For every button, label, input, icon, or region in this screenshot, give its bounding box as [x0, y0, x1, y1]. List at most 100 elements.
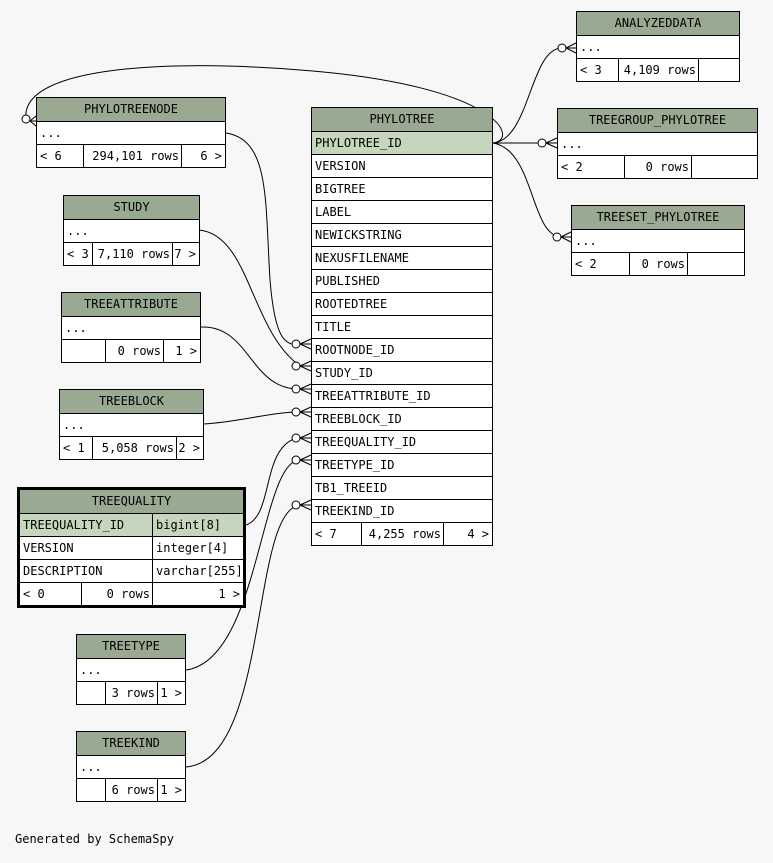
table-ellipsis: ...: [577, 36, 739, 59]
table-footer: < 2 0 rows: [572, 253, 744, 275]
crowfoot-rootnode: [299, 338, 312, 350]
table-ellipsis: ...: [558, 133, 757, 156]
parents-count[interactable]: < 0: [20, 583, 82, 605]
column-treequality-id[interactable]: TREEQUALITY_ID: [312, 431, 492, 454]
column-tb1-treeid[interactable]: TB1_TREEID: [312, 477, 492, 500]
children-count[interactable]: 1 >: [160, 783, 182, 797]
parents-count[interactable]: < 7: [312, 523, 362, 545]
parents-count[interactable]: < 3: [64, 243, 93, 265]
table-title[interactable]: TREEBLOCK: [60, 390, 203, 414]
table-title[interactable]: STUDY: [64, 196, 199, 220]
children-count[interactable]: [688, 253, 744, 275]
column-name: VERSION: [20, 537, 153, 559]
column-treeblock-id[interactable]: TREEBLOCK_ID: [312, 408, 492, 431]
row-count: 294,101 rows: [84, 145, 182, 167]
table-treetype[interactable]: TREETYPE ... 3 rows 1 >: [76, 634, 186, 705]
parents-count[interactable]: < 3: [577, 59, 619, 81]
children-count[interactable]: 1 >: [218, 587, 240, 601]
table-study[interactable]: STUDY ... < 3 7,110 rows 7 >: [63, 195, 200, 266]
parents-count[interactable]: [62, 340, 106, 362]
table-treekind[interactable]: TREEKIND ... 6 rows 1 >: [76, 731, 186, 802]
children-count[interactable]: 2 >: [178, 441, 200, 455]
table-footer: < 7 4,255 rows 4 >: [312, 523, 492, 545]
table-title[interactable]: PHYLOTREE: [312, 108, 492, 132]
crowfoot-treekind: [299, 499, 312, 511]
row-count: 0 rows: [106, 340, 164, 362]
edge-phylotreenode-arc: [25, 65, 504, 144]
table-analyzeddata[interactable]: ANALYZEDDATA ... < 3 4,109 rows: [576, 11, 740, 82]
parents-count[interactable]: < 1: [60, 437, 93, 459]
children-count[interactable]: [692, 156, 757, 178]
edge-rootnode: [225, 132, 301, 346]
table-title[interactable]: TREESET_PHYLOTREE: [572, 206, 744, 230]
parents-count[interactable]: [77, 779, 106, 801]
edge-analyzeddata: [492, 47, 563, 144]
table-title[interactable]: TREETYPE: [77, 635, 185, 659]
table-footer: 6 rows 1 >: [77, 779, 185, 801]
row-count: 0 rows: [625, 156, 692, 178]
column-bigtree[interactable]: BIGTREE: [312, 178, 492, 201]
table-title[interactable]: TREEGROUP_PHYLOTREE: [558, 109, 757, 133]
edge-end-treequality: [291, 433, 301, 443]
table-treeset-phylotree[interactable]: TREESET_PHYLOTREE ... < 2 0 rows: [571, 205, 745, 276]
column-name: TREEQUALITY_ID: [20, 514, 153, 536]
parents-count[interactable]: < 2: [558, 156, 625, 178]
children-count[interactable]: 7 >: [174, 247, 196, 261]
edge-end-treeattribute: [291, 384, 301, 394]
table-phylotreenode[interactable]: PHYLOTREENODE ... < 6 294,101 rows 6 >: [36, 97, 226, 168]
table-footer: < 0 0 rows 1 >: [20, 583, 243, 605]
edge-end-treetype: [291, 455, 301, 465]
column-treetype-id[interactable]: TREETYPE_ID: [312, 454, 492, 477]
edge-end-study: [291, 361, 301, 371]
column-newickstring[interactable]: NEWICKSTRING: [312, 224, 492, 247]
table-treegroup-phylotree[interactable]: TREEGROUP_PHYLOTREE ... < 2 0 rows: [557, 108, 758, 179]
children-count[interactable]: 1 >: [160, 686, 182, 700]
column-type: integer[4]: [156, 541, 229, 555]
column-version[interactable]: VERSION: [312, 155, 492, 178]
column-treekind-id[interactable]: TREEKIND_ID: [312, 500, 492, 523]
table-treeattribute[interactable]: TREEATTRIBUTE ... 0 rows 1 >: [61, 292, 201, 363]
crowfoot-treeblock: [299, 406, 312, 418]
row-count: 0 rows: [630, 253, 688, 275]
edge-treequality: [245, 436, 301, 526]
table-treeblock[interactable]: TREEBLOCK ... < 1 5,058 rows 2 >: [59, 389, 204, 460]
edge-treekind: [185, 504, 301, 768]
children-count[interactable]: [699, 59, 739, 81]
column-published[interactable]: PUBLISHED: [312, 270, 492, 293]
children-count[interactable]: 4 >: [467, 527, 489, 541]
children-count[interactable]: 1 >: [175, 344, 197, 358]
children-count[interactable]: 6 >: [200, 149, 222, 163]
table-footer: < 2 0 rows: [558, 156, 757, 178]
table-title[interactable]: ANALYZEDDATA: [577, 12, 739, 36]
table-title[interactable]: PHYLOTREENODE: [37, 98, 225, 122]
table-title[interactable]: TREEATTRIBUTE: [62, 293, 200, 317]
column-rootedtree[interactable]: ROOTEDTREE: [312, 293, 492, 316]
column-phylotree-id[interactable]: PHYLOTREE_ID: [312, 132, 492, 155]
row-count: 0 rows: [82, 583, 153, 605]
table-title[interactable]: TREEKIND: [77, 732, 185, 756]
column-label[interactable]: LABEL: [312, 201, 492, 224]
table-title[interactable]: TREEQUALITY: [20, 490, 243, 514]
edge-end-analyzeddata: [557, 43, 567, 53]
crowfoot-treeset: [560, 231, 572, 243]
column-title[interactable]: TITLE: [312, 316, 492, 339]
row-count: 7,110 rows: [93, 243, 173, 265]
edge-treetype: [185, 459, 301, 671]
column-treeattribute-id[interactable]: TREEATTRIBUTE_ID: [312, 385, 492, 408]
column-rootnode-id[interactable]: ROOTNODE_ID: [312, 339, 492, 362]
parents-count[interactable]: < 2: [572, 253, 630, 275]
crowfoot-study: [299, 360, 312, 372]
edge-end-treekind: [291, 500, 301, 510]
parents-count[interactable]: [77, 682, 106, 704]
table-footer: < 3 7,110 rows 7 >: [64, 243, 199, 265]
edge-study: [198, 229, 301, 367]
column-nexusfilename[interactable]: NEXUSFILENAME: [312, 247, 492, 270]
column-study-id[interactable]: STUDY_ID: [312, 362, 492, 385]
parents-count[interactable]: < 6: [37, 145, 84, 167]
edge-treeattribute: [200, 326, 301, 390]
